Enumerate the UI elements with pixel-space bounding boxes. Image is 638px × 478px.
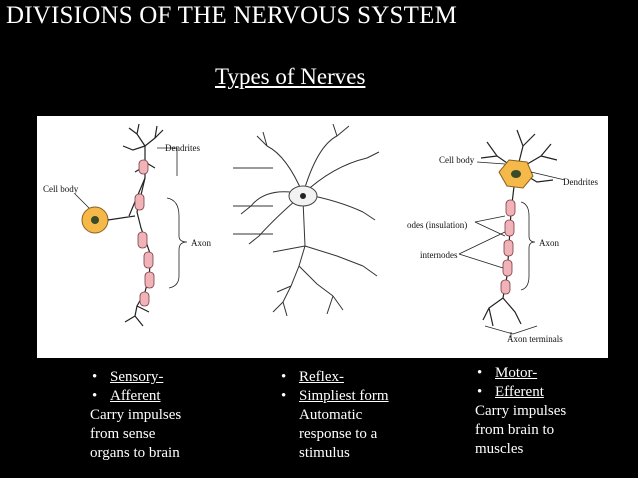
label-motor-internodes: internodes	[420, 250, 458, 260]
reflex-desc-line-3: stimulus	[299, 445, 350, 461]
reflex-desc-line-1: Automatic	[299, 407, 363, 423]
label-motor-dendrites: Dendrites	[563, 177, 598, 187]
sensory-desc-line-3: organs to brain	[90, 445, 180, 461]
sensory-column: Sensory- Afferent Carry impulses from se…	[90, 368, 181, 463]
label-sensory-dendrites: Dendrites	[165, 143, 200, 153]
bullet-efferent: Efferent	[475, 383, 566, 402]
sensory-label-lines	[74, 147, 188, 289]
bullet-simplest-form: Simpliest form	[279, 387, 389, 406]
motor-desc-line-2: from brain to	[475, 422, 555, 438]
label-sensory-cell-body: Cell body	[43, 184, 79, 194]
slide-title: DIVISIONS OF THE NERVOUS SYSTEM	[6, 2, 457, 29]
motor-nucleus	[511, 170, 521, 178]
center-nucleus	[300, 193, 306, 199]
sensory-desc-line-1: Carry impulses	[90, 407, 182, 423]
label-motor-cell-body: Cell body	[439, 155, 475, 165]
sensory-cell-body	[81, 206, 136, 234]
reflex-desc-line-2: response to a	[299, 426, 378, 442]
sensory-myelin	[134, 159, 155, 307]
sensory-desc-line-2: from sense	[90, 426, 156, 442]
label-sensory-axon: Axon	[191, 238, 211, 248]
bullet-afferent: Afferent	[90, 387, 181, 406]
center-neuron	[233, 123, 380, 317]
motor-myelin	[500, 199, 516, 295]
reflex-column: Reflex- Simpliest form Automatic respons…	[279, 368, 389, 463]
neuron-diagram: Dendrites Cell body Axon	[43, 123, 598, 344]
motor-column: Motor- Efferent Carry impulses from brai…	[475, 364, 566, 459]
motor-neuron	[480, 129, 558, 327]
bullet-sensory: Sensory-	[90, 368, 181, 387]
bullet-reflex: Reflex-	[279, 368, 389, 387]
motor-desc-line-3: muscles	[475, 441, 524, 457]
slide-subtitle: Types of Nerves	[215, 64, 366, 89]
label-motor-nodes: odes (insulation)	[407, 220, 467, 230]
motor-desc-line-1: Carry impulses	[475, 403, 567, 419]
neuron-diagram-panel: Dendrites Cell body Axon	[37, 116, 608, 358]
label-motor-axon-terminals: Axon terminals	[507, 334, 563, 344]
label-motor-axon: Axon	[539, 238, 559, 248]
bullet-motor: Motor-	[475, 364, 566, 383]
motor-label-lines	[458, 161, 566, 338]
